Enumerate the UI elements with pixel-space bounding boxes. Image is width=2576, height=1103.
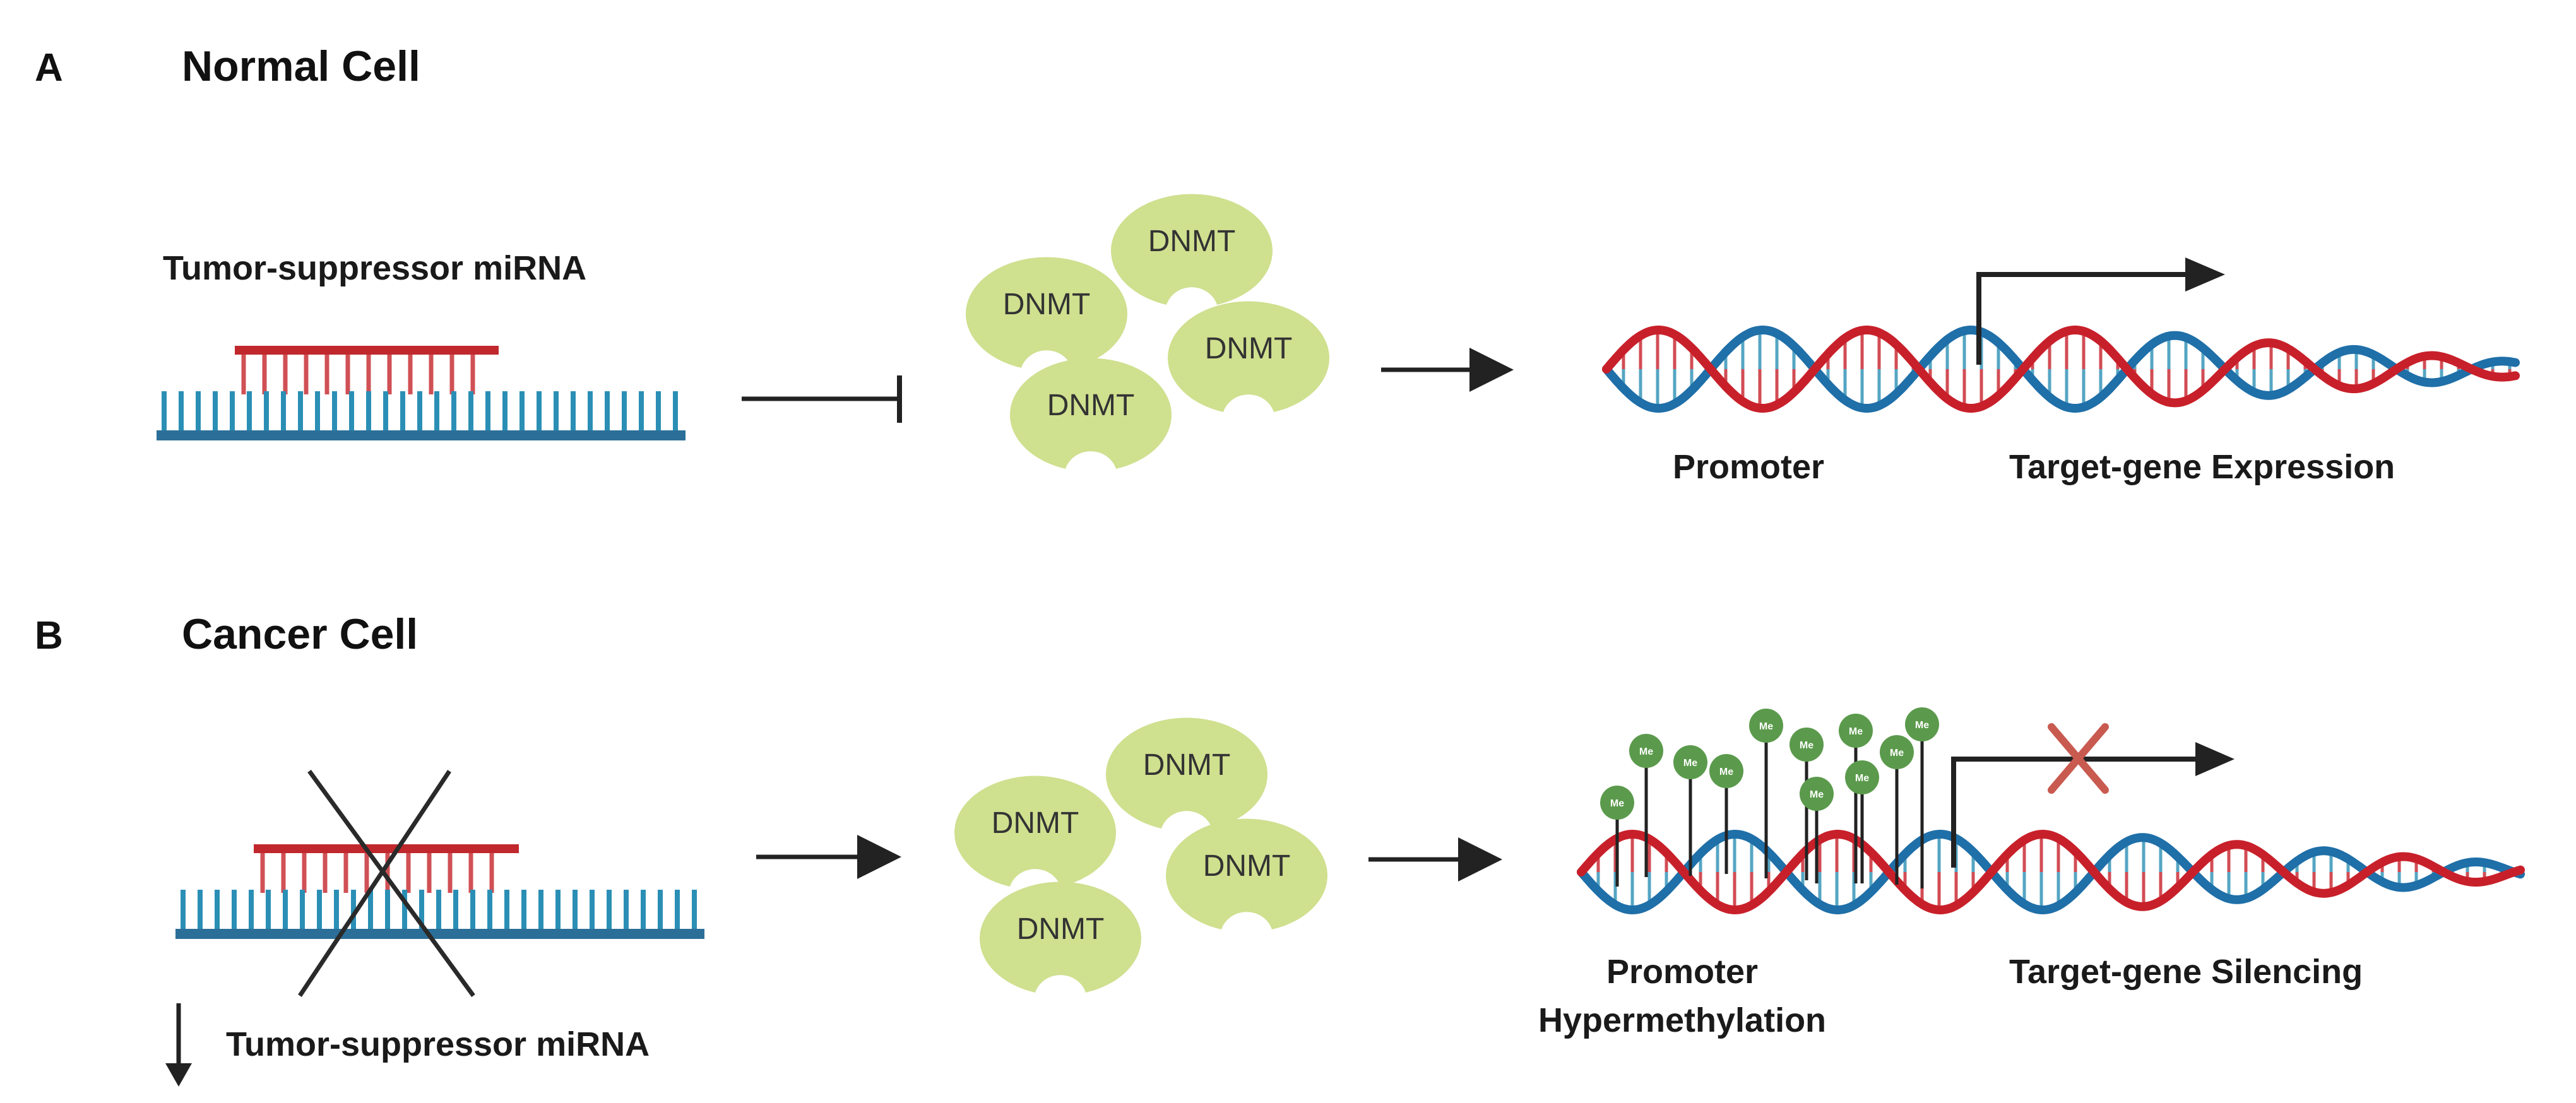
- dnmt-label: DNMT: [1017, 912, 1105, 946]
- dnmt-label: DNMT: [1003, 288, 1091, 321]
- methyl-group: Me: [1709, 754, 1743, 874]
- panel-b-dna-helix: [1577, 829, 2525, 915]
- dnmt-label: DNMT: [1148, 225, 1236, 258]
- panel-a-letter: A: [35, 46, 63, 90]
- methyl-group: Me: [1905, 707, 1939, 888]
- panel-b-mirna-cross: [298, 769, 475, 998]
- panel-b-mirna-label: Tumor-suppressor miRNA: [226, 1025, 650, 1063]
- panel-b-title: Cancer Cell: [182, 610, 418, 658]
- panel-b-target-label: Target-gene Silencing: [2009, 953, 2363, 991]
- methyl-label: Me: [1890, 748, 1904, 758]
- dnmt-enzyme: DNMT: [1165, 818, 1327, 929]
- methyl-label: Me: [1800, 740, 1813, 751]
- panel-a-mirna-label: Tumor-suppressor miRNA: [163, 249, 586, 287]
- dnmt-label: DNMT: [1205, 332, 1293, 365]
- mrna-teeth: [162, 391, 678, 433]
- panel-a-inhibition-arrow: [742, 375, 902, 423]
- dnmt-label: DNMT: [1143, 748, 1231, 782]
- methyl-label: Me: [1759, 721, 1773, 732]
- mirna-strand: [254, 844, 519, 853]
- panel-b: B Cancer Cell Tumor-suppressor miRNA DNM…: [35, 610, 2525, 1087]
- mirna-teeth: [241, 353, 475, 394]
- mrna-strand: [157, 430, 686, 440]
- methyl-label: Me: [1849, 726, 1863, 737]
- panel-a: A Normal Cell Tumor-suppressor miRNA DNM…: [35, 42, 2520, 486]
- dna-base-pairs: [1596, 834, 2520, 910]
- dnmt-enzyme: DNMT: [1009, 358, 1172, 469]
- dna-strand-red: [1577, 829, 2525, 915]
- dna-strand-blue: [1577, 829, 2525, 915]
- panel-a-title: Normal Cell: [182, 42, 420, 90]
- mirna-teeth: [260, 852, 494, 893]
- panel-b-down-arrow: [165, 1003, 192, 1087]
- dnmt-label: DNMT: [1203, 849, 1291, 883]
- dnmt-enzyme: DNMT: [979, 882, 1141, 993]
- panel-a-promoter-label: Promoter: [1673, 448, 1824, 486]
- panel-b-letter: B: [35, 614, 63, 658]
- panel-b-promoter-label-2: Hypermethylation: [1538, 1001, 1826, 1039]
- methyl-group: Me: [1845, 760, 1879, 883]
- methyl-group: Me: [1839, 714, 1873, 883]
- dnmt-enzyme: DNMT: [965, 257, 1127, 368]
- methyl-group: Me: [1800, 777, 1834, 883]
- dnmt-enzyme: DNMT: [1105, 717, 1267, 829]
- dnmt-enzyme: DNMT: [1167, 301, 1329, 412]
- panel-b-dnmt-cluster: DNMT DNMT DNMT DNMT: [954, 717, 1327, 993]
- dna-strand-red: [1602, 326, 2520, 413]
- mirna-strand: [235, 346, 499, 355]
- panel-b-mirna-duplex: [175, 844, 704, 939]
- methyl-group: Me: [1880, 735, 1914, 885]
- panel-a-transcription-arrow: [1976, 257, 2225, 365]
- dnmt-enzyme: DNMT: [954, 776, 1116, 887]
- methyl-label: Me: [1683, 758, 1697, 769]
- methyl-group: Me: [1673, 745, 1707, 876]
- panel-b-transcription-arrow: [1951, 742, 2235, 868]
- panel-a-mirna-duplex: [157, 346, 686, 440]
- panel-a-target-label: Target-gene Expression: [2009, 448, 2395, 486]
- methyl-label: Me: [1719, 767, 1733, 777]
- methyl-group: Me: [1629, 734, 1663, 877]
- methyl-group: Me: [1600, 786, 1634, 887]
- panel-b-block-cross-icon: [2048, 723, 2109, 794]
- panel-a-dnmt-cluster: DNMT DNMT DNMT DNMT: [965, 194, 1329, 469]
- panel-b-promoter-label-1: Promoter: [1606, 953, 1758, 991]
- methyl-label: Me: [1915, 720, 1929, 731]
- dnmt-label: DNMT: [1047, 389, 1135, 422]
- methyl-label: Me: [1810, 789, 1824, 800]
- mrna-teeth: [181, 890, 697, 931]
- dnmt-enzyme: DNMT: [1110, 194, 1273, 305]
- methyl-group: Me: [1749, 709, 1783, 878]
- dna-strand-blue: [1602, 326, 2520, 413]
- panel-a-dna-helix: [1602, 326, 2520, 413]
- methyl-label: Me: [1610, 798, 1624, 809]
- methyl-label: Me: [1855, 773, 1869, 784]
- mrna-strand: [175, 929, 704, 939]
- methyl-group: Me: [1790, 728, 1824, 880]
- dnmt-label: DNMT: [992, 806, 1079, 840]
- methyl-label: Me: [1639, 746, 1653, 757]
